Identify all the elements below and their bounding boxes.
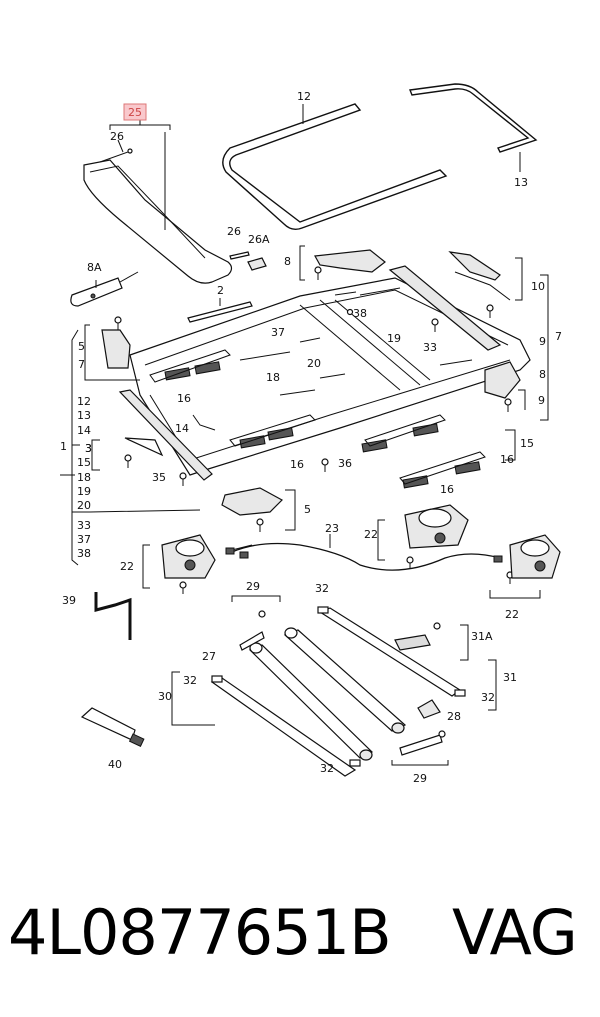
label-33: 33	[423, 341, 437, 354]
group1-item: 20	[77, 499, 91, 512]
label-26A: 26A	[248, 233, 270, 246]
label-32b: 32	[183, 674, 197, 687]
label-13: 13	[514, 176, 528, 189]
label-32a: 32	[315, 582, 329, 595]
bracket-10	[448, 251, 501, 281]
bracket-5	[101, 329, 131, 369]
group1-label: 1	[60, 440, 67, 453]
label-16c: 16	[500, 453, 514, 466]
label-32d: 32	[320, 762, 334, 775]
label-35: 35	[152, 471, 166, 484]
label-26b: 26	[227, 225, 241, 238]
label-25-highlight	[123, 103, 147, 121]
group1-item: 14	[77, 424, 91, 437]
group1-item: 13	[77, 409, 91, 422]
label-26a: 26	[110, 130, 124, 143]
label-23: 23	[325, 522, 339, 535]
label-2: 2	[217, 284, 224, 297]
label-40: 40	[108, 758, 122, 771]
group1-item: 18	[77, 471, 91, 484]
label-8b: 8	[539, 368, 546, 381]
bracket-8	[314, 249, 386, 273]
label-5a: 5	[78, 340, 85, 353]
label-14a: 14	[175, 422, 189, 435]
seal-strip	[409, 83, 538, 153]
wiring-harness	[231, 542, 501, 571]
label-18: 18	[266, 371, 280, 384]
label-28: 28	[447, 710, 461, 723]
label-29b: 29	[413, 772, 427, 785]
label-29a: 29	[246, 580, 260, 593]
label-3: 3	[85, 442, 92, 455]
label-25: 25	[128, 106, 142, 119]
label-12: 12	[297, 90, 311, 103]
label-36: 36	[338, 457, 352, 470]
label-8a: 8	[284, 255, 291, 268]
slider-16d	[267, 427, 294, 441]
label-22b: 22	[364, 528, 378, 541]
group1-item: 15	[77, 456, 91, 469]
slider-16f	[412, 423, 439, 437]
brand-label: VAG	[452, 896, 578, 969]
frame-rail-left	[118, 389, 213, 481]
label-31: 31	[503, 671, 517, 684]
label-39: 39	[62, 594, 76, 607]
label-8A: 8A	[87, 261, 102, 274]
label-27: 27	[202, 650, 216, 663]
bracket-8b	[484, 361, 521, 399]
label-16b: 16	[290, 458, 304, 471]
label-19: 19	[387, 332, 401, 345]
parts-diagram: 12 13 25 26 26 26A 8A 8 10 7 9 8 9 2 37 …	[60, 83, 562, 785]
group1-item: 12	[77, 395, 91, 408]
slider-16h	[454, 461, 481, 475]
deflector-pin	[229, 251, 250, 260]
label-38: 38	[353, 307, 367, 320]
wind-deflector	[83, 159, 233, 284]
label-7: 7	[555, 330, 562, 343]
group1-item: 33	[77, 519, 91, 532]
label-31A: 31A	[471, 630, 493, 643]
bracket-3	[124, 437, 164, 457]
label-16a: 16	[177, 392, 191, 405]
part-number: 4L0877651B	[8, 896, 392, 969]
label-32c: 32	[481, 691, 495, 704]
slider-16e	[361, 439, 388, 453]
motor-right	[509, 534, 561, 579]
group1-item: 19	[77, 485, 91, 498]
label-5b: 5	[304, 503, 311, 516]
grease-tube	[70, 277, 123, 307]
sunshade-blind-1	[248, 642, 374, 761]
label-10: 10	[531, 280, 545, 293]
label-9b: 9	[538, 394, 545, 407]
label-15a: 15	[520, 437, 534, 450]
motor-left	[161, 534, 216, 579]
emergency-crank	[94, 592, 132, 640]
wind-strip	[187, 301, 253, 323]
deflector-clip	[247, 257, 267, 271]
slider-16b	[194, 361, 221, 375]
label-22a: 22	[120, 560, 134, 573]
glass-seal	[222, 103, 448, 231]
label-16d: 16	[440, 483, 454, 496]
frame-rail-right	[388, 265, 502, 351]
label-20: 20	[307, 357, 321, 370]
label-22c: 22	[505, 608, 519, 621]
group1-item: 3	[85, 442, 92, 455]
grease-tube-40	[80, 707, 136, 741]
group1-item: 37	[77, 533, 91, 546]
label-37: 37	[271, 326, 285, 339]
label-7b: 7	[78, 358, 85, 371]
sunshade-blind-2	[283, 627, 407, 734]
group1-item: 38	[77, 547, 91, 560]
label-9a: 9	[539, 335, 546, 348]
bracket-5b	[221, 487, 283, 516]
label-30: 30	[158, 690, 172, 703]
motor-center	[404, 504, 469, 549]
